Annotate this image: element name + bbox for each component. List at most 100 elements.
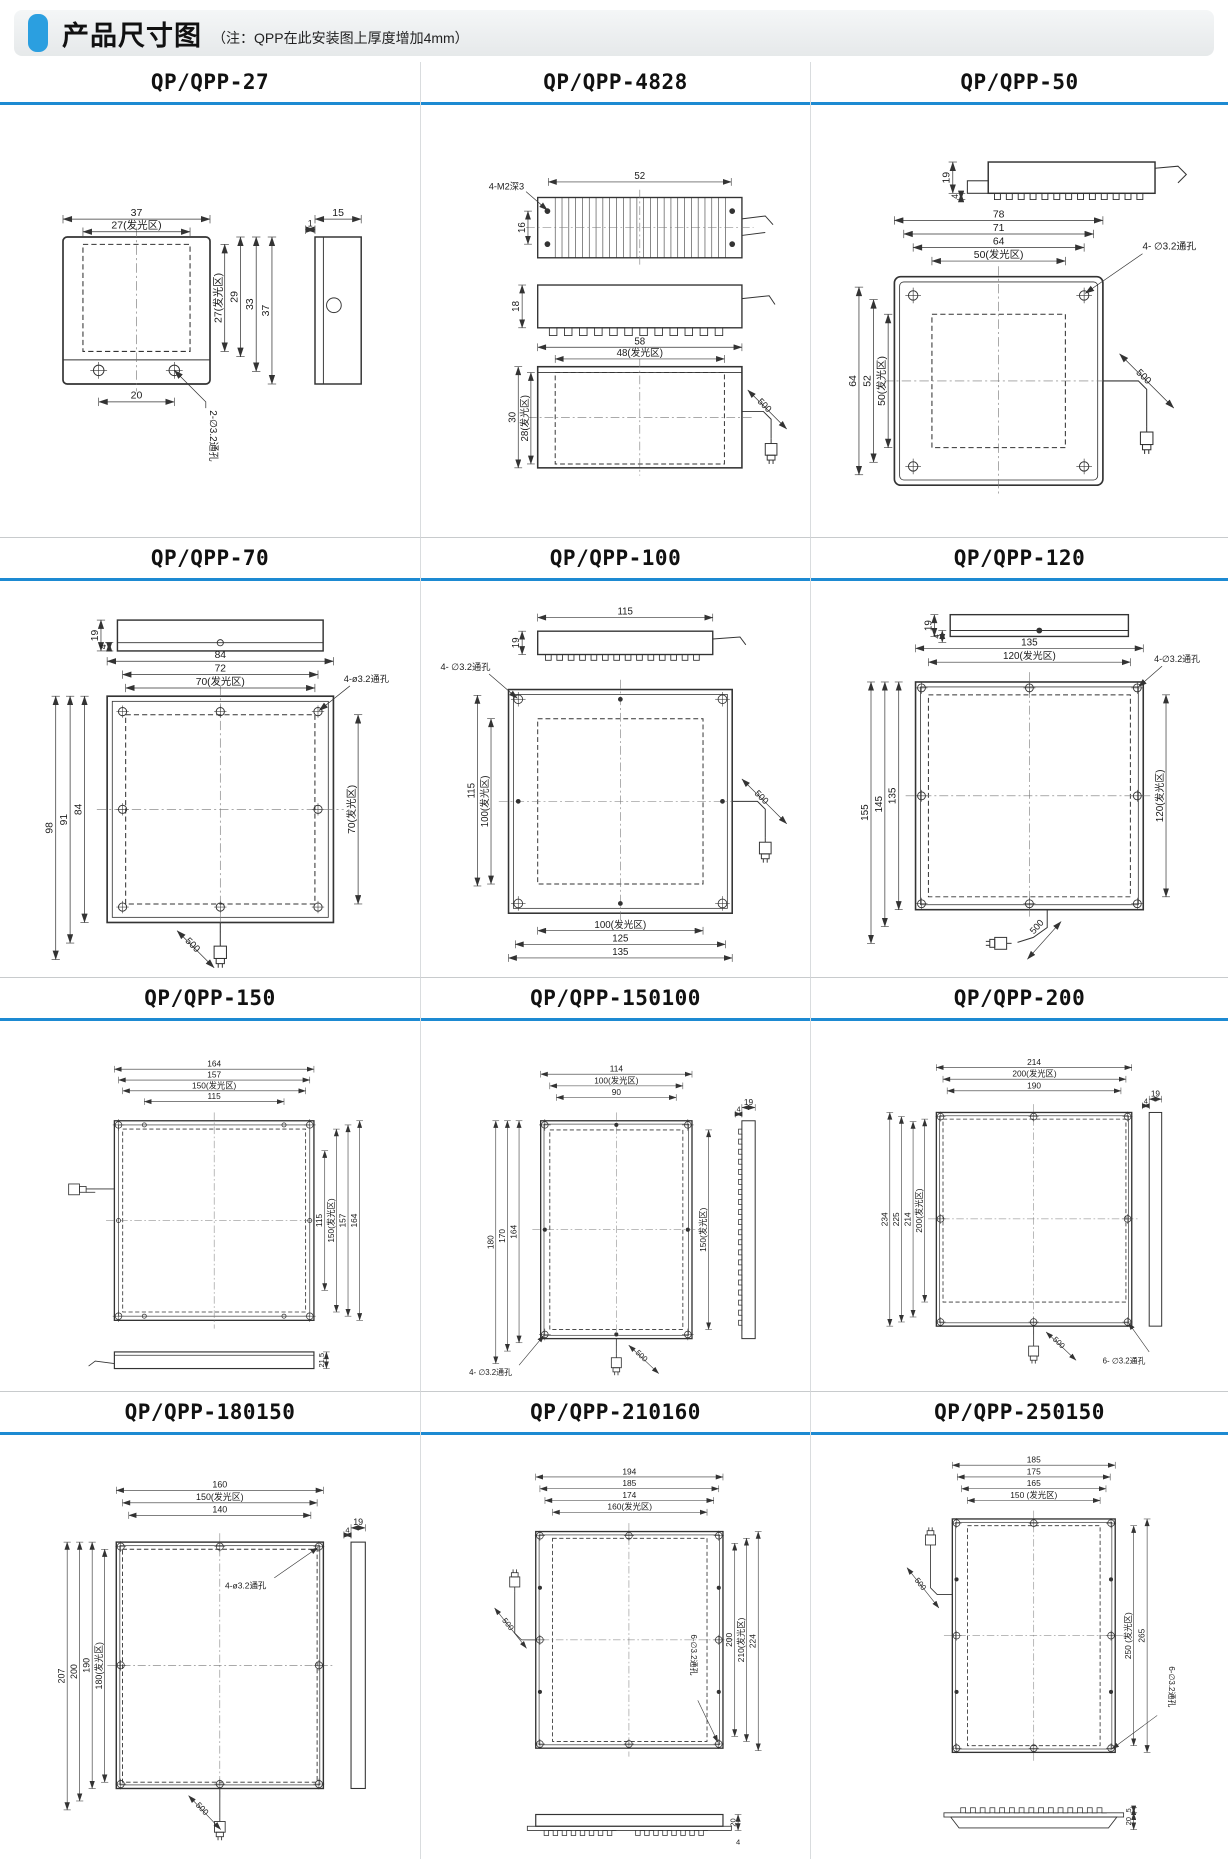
svg-text:190: 190 (81, 1658, 91, 1673)
svg-text:6-∅3.2通孔: 6-∅3.2通孔 (689, 1634, 699, 1675)
svg-text:214: 214 (1027, 1057, 1041, 1067)
svg-text:135: 135 (612, 947, 628, 958)
svg-text:120(发光区): 120(发光区) (1153, 769, 1166, 822)
svg-text:185: 185 (622, 1478, 636, 1488)
svg-text:180(发光区): 180(发光区) (93, 1642, 104, 1690)
svg-text:21.5: 21.5 (317, 1353, 326, 1368)
cell-title: QP/QPP-120 (811, 538, 1228, 581)
cell-title: QP/QPP-180150 (0, 1392, 420, 1435)
svg-text:175: 175 (1027, 1466, 1041, 1476)
svg-text:185: 185 (1027, 1455, 1041, 1465)
cell-title: QP/QPP-100 (421, 538, 810, 581)
svg-text:16: 16 (517, 222, 528, 233)
svg-text:20: 20 (729, 1818, 738, 1826)
svg-text:19: 19 (942, 172, 953, 184)
svg-text:200: 200 (724, 1633, 734, 1647)
svg-text:52: 52 (862, 375, 873, 387)
svg-text:234: 234 (879, 1212, 889, 1226)
svg-text:20: 20 (1124, 1817, 1133, 1825)
svg-text:157: 157 (338, 1213, 348, 1227)
svg-text:84: 84 (215, 650, 227, 661)
svg-text:50(发光区): 50(发光区) (974, 248, 1024, 261)
svg-text:165: 165 (1027, 1478, 1041, 1488)
svg-text:164: 164 (349, 1213, 359, 1227)
svg-text:64: 64 (993, 236, 1005, 247)
svg-text:100(发光区): 100(发光区) (594, 1075, 638, 1085)
svg-text:48(发光区): 48(发光区) (617, 346, 663, 359)
cell-title: QP/QPP-70 (0, 538, 420, 581)
svg-text:180: 180 (485, 1235, 495, 1249)
svg-text:120(发光区): 120(发光区) (1003, 649, 1056, 662)
svg-text:4: 4 (1144, 1098, 1148, 1105)
svg-text:4- ∅3.2通孔: 4- ∅3.2通孔 (469, 1367, 512, 1377)
svg-text:174: 174 (622, 1490, 636, 1500)
svg-text:5: 5 (1125, 1808, 1133, 1812)
svg-text:70(发光区): 70(发光区) (196, 675, 245, 688)
svg-text:52: 52 (634, 171, 645, 182)
svg-text:210(发光区): 210(发光区) (736, 1617, 746, 1662)
svg-text:4- ∅3.2通孔: 4- ∅3.2通孔 (440, 662, 490, 672)
cell-title: QP/QPP-4828 (421, 62, 810, 105)
svg-text:115: 115 (617, 607, 633, 618)
svg-text:224: 224 (748, 1634, 758, 1648)
svg-text:500: 500 (753, 788, 771, 806)
svg-text:265: 265 (1137, 1628, 1147, 1642)
svg-text:155: 155 (860, 804, 871, 821)
svg-text:157: 157 (207, 1070, 221, 1080)
svg-text:4: 4 (950, 194, 960, 199)
svg-text:200: 200 (69, 1664, 79, 1679)
svg-text:2-∅3.2通孔: 2-∅3.2通孔 (207, 410, 219, 461)
svg-text:1: 1 (308, 219, 313, 229)
svg-text:4-ø3.2通孔: 4-ø3.2通孔 (344, 674, 389, 684)
svg-text:135: 135 (888, 787, 899, 804)
svg-text:30: 30 (507, 411, 518, 422)
svg-text:150(发光区): 150(发光区) (326, 1198, 336, 1242)
svg-text:78: 78 (993, 209, 1005, 220)
svg-text:72: 72 (215, 664, 227, 675)
svg-text:71: 71 (993, 223, 1005, 234)
svg-text:225: 225 (891, 1212, 901, 1226)
cell-title: QP/QPP-50 (811, 62, 1228, 105)
svg-text:160(发光区): 160(发光区) (607, 1502, 652, 1512)
svg-text:145: 145 (874, 796, 885, 813)
svg-text:27(发光区): 27(发光区) (111, 219, 161, 232)
svg-text:170: 170 (497, 1229, 507, 1243)
cell-title: QP/QPP-150 (0, 978, 420, 1021)
cell-title: QP/QPP-210160 (421, 1392, 810, 1435)
svg-text:500: 500 (1027, 917, 1046, 936)
svg-text:500: 500 (500, 1616, 516, 1632)
svg-text:4-M2深3: 4-M2深3 (489, 182, 524, 192)
svg-text:6- ∅3.2通孔: 6- ∅3.2通孔 (1103, 1356, 1146, 1366)
svg-text:125: 125 (612, 933, 628, 944)
svg-text:50(发光区): 50(发光区) (875, 356, 888, 406)
svg-text:27(发光区): 27(发光区) (212, 273, 225, 323)
svg-text:500: 500 (183, 936, 203, 956)
svg-text:150(发光区): 150(发光区) (196, 1491, 244, 1502)
svg-text:500: 500 (913, 1576, 929, 1592)
svg-text:200(发光区): 200(发光区) (1012, 1069, 1056, 1079)
svg-text:28(发光区): 28(发光区) (518, 395, 531, 441)
svg-text:4: 4 (737, 1107, 741, 1114)
